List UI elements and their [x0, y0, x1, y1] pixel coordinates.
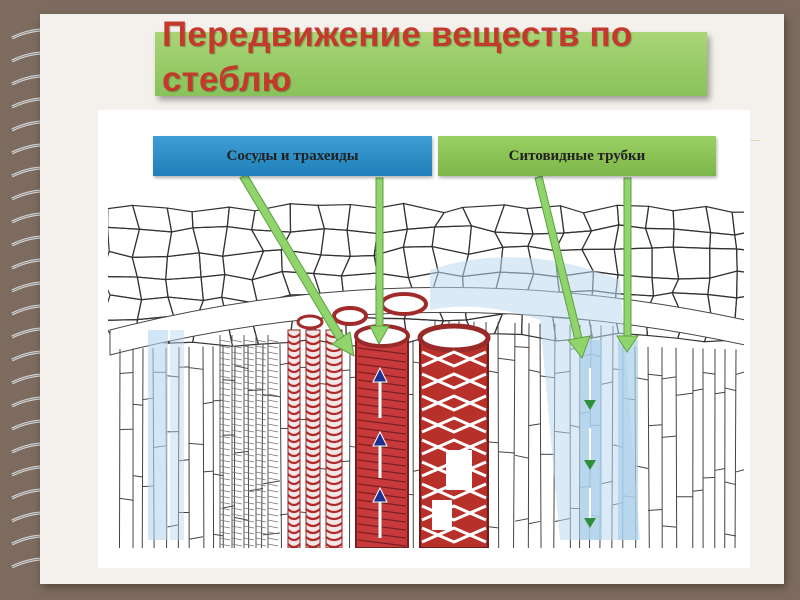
- vessel-opening-2: [380, 292, 428, 316]
- arrow-up-3: [372, 486, 388, 538]
- arrow-up-2: [372, 430, 388, 478]
- pointer-vessels-vertical: [369, 177, 390, 346]
- vessel-opening-1: [332, 306, 368, 326]
- pointer-sieve-vertical: [616, 177, 639, 353]
- vessels-label: Сосуды и трахеиды: [153, 136, 432, 176]
- arrow-down-3: [584, 488, 596, 528]
- downward-flow-arrows: [584, 368, 596, 528]
- arrow-down-1: [584, 368, 596, 410]
- sieve-tube-right: [618, 340, 638, 540]
- arrow-down-2: [584, 428, 596, 470]
- pointer-sieve-diagonal: [534, 175, 591, 360]
- slide-title: Передвижение веществ по стеблю: [162, 15, 633, 99]
- pointer-vessels-diagonal: [239, 173, 355, 357]
- title-banner: [155, 32, 707, 96]
- sieve-tubes-label: Ситовидные трубки: [438, 136, 716, 176]
- reticulate-vessel: [417, 323, 491, 548]
- left-blue-tube: [148, 330, 168, 540]
- label-pointers: [239, 173, 639, 360]
- vessel-opening-3: [296, 314, 324, 330]
- main-vessel: [354, 324, 410, 548]
- upward-flow-arrows: [372, 366, 388, 538]
- arrow-up-1: [372, 366, 388, 418]
- spiral-vessels: [219, 329, 343, 548]
- left-blue-tube-2: [170, 330, 184, 540]
